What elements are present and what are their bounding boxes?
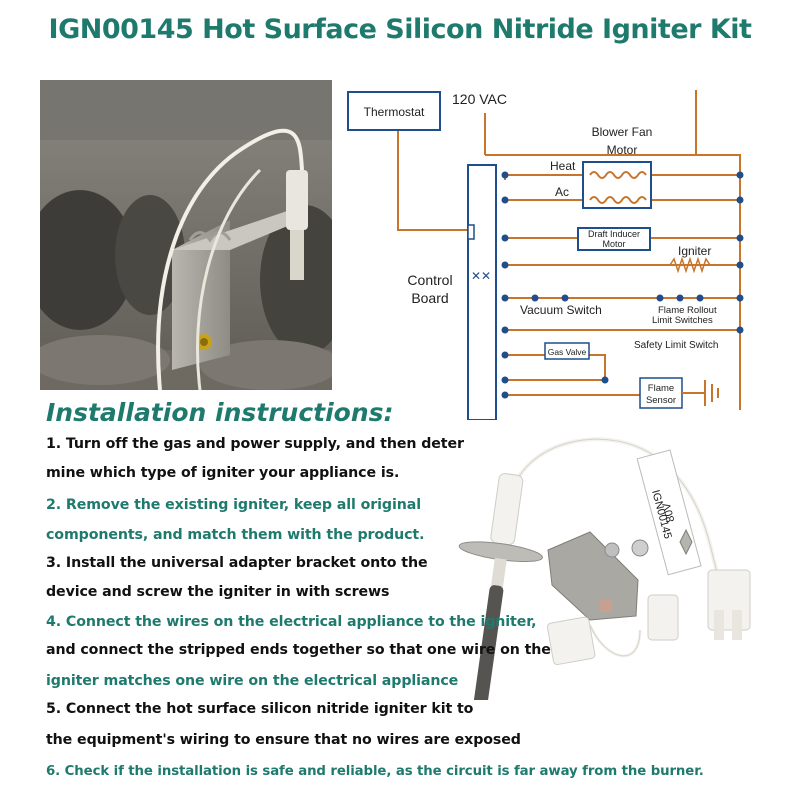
installed-igniter-photo — [40, 80, 332, 390]
page-title: IGN00145 Hot Surface Silicon Nitride Ign… — [48, 14, 752, 45]
flame-sensor-label-2: Sensor — [646, 395, 676, 406]
heat-label: Heat — [550, 159, 576, 173]
inducer-label-1: Draft Inducer — [588, 229, 640, 239]
step-4-line-2: and connect the stripped ends together s… — [46, 642, 551, 658]
igniter-kit-product-image: 80V IGN00145 — [440, 430, 780, 735]
step-1-line-1: 1. Turn off the gas and power supply, an… — [46, 436, 464, 452]
voltage-label: 120 VAC — [452, 91, 507, 107]
step-6-line-1: 6. Check if the installation is safe and… — [46, 764, 704, 779]
blower-label-2: Motor — [607, 143, 638, 157]
safety-limit-label: Safety Limit Switch — [634, 340, 718, 351]
control-board-label-1: Control — [407, 272, 452, 288]
wiring-diagram: ✕✕ Thermostat 120 VAC Blower Fan Motor H… — [340, 80, 760, 421]
instructions-heading: Installation instructions: — [46, 398, 394, 427]
step-3-line-2: device and screw the igniter in with scr… — [46, 584, 390, 600]
control-board-label-2: Board — [411, 290, 448, 306]
step-2-line-2: components, and match them with the prod… — [46, 527, 425, 543]
flame-rollout-label-2: Limit Switches — [652, 315, 713, 326]
inducer-label-2: Motor — [602, 239, 625, 249]
ac-label: Ac — [555, 185, 569, 199]
vacuum-switch-label: Vacuum Switch — [520, 303, 602, 317]
product-tag-line-2: 80V — [661, 501, 678, 524]
step-3-line-1: 3. Install the universal adapter bracket… — [46, 555, 428, 571]
step-4-line-3: igniter matches one wire on the electric… — [46, 673, 459, 689]
flame-rollout-label-1: Flame Rollout — [658, 305, 717, 316]
step-1-line-2: mine which type of igniter your applianc… — [46, 465, 400, 481]
igniter-label: Igniter — [678, 244, 711, 258]
step-5-line-2: the equipment's wiring to ensure that no… — [46, 732, 521, 748]
flame-sensor-label-1: Flame — [648, 383, 674, 394]
blower-label-1: Blower Fan — [592, 125, 653, 139]
thermostat-label: Thermostat — [364, 105, 425, 119]
gas-valve-label: Gas Valve — [548, 347, 587, 357]
step-4-line-1: 4. Connect the wires on the electrical a… — [46, 614, 537, 630]
svg-text:✕✕: ✕✕ — [471, 269, 491, 283]
step-5-line-1: 5. Connect the hot surface silicon nitri… — [46, 701, 474, 717]
step-2-line-1: 2. Remove the existing igniter, keep all… — [46, 497, 421, 513]
